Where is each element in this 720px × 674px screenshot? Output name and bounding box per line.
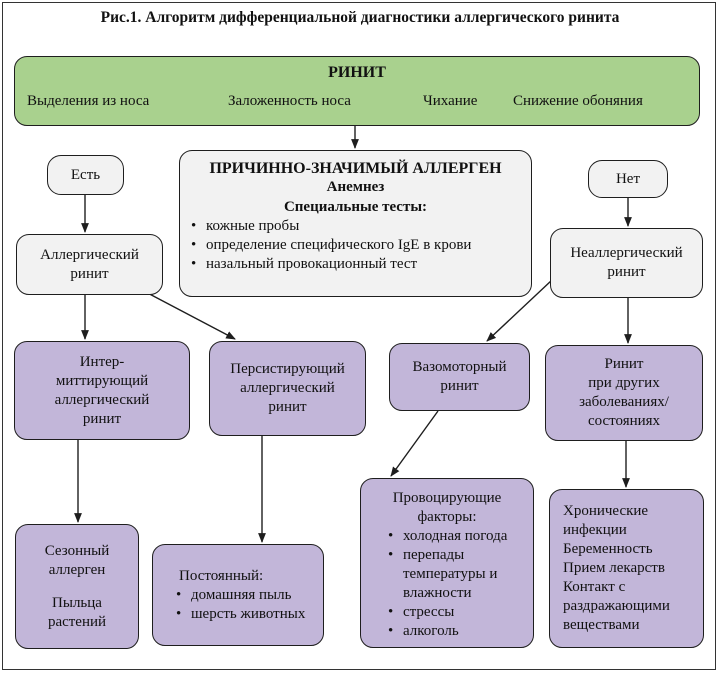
pollen-line-2: растений xyxy=(47,613,107,630)
seasonal-line-1: Сезонный xyxy=(44,542,110,559)
allergen-heading: ПРИЧИННО-ЗНАЧИМЫЙ АЛЛЕРГЕН xyxy=(209,160,502,177)
rinit-heading: РИНИТ xyxy=(328,64,386,81)
condition-medication: Прием лекарств xyxy=(563,560,665,576)
condition-pregnancy: Беременность xyxy=(563,541,653,557)
symptom-sneezing: Чихание xyxy=(423,93,478,109)
nonallergic-rhinitis-box: Неаллергический ринит xyxy=(550,228,703,298)
provoking-item-cold: холодная погода xyxy=(385,527,515,546)
anamnesis-label: Анемнез xyxy=(326,179,385,195)
provoking-item-alcohol: алкоголь xyxy=(385,622,515,641)
intermittent-rhinitis-box: Интер- миттирующий аллергический ринит xyxy=(14,341,190,440)
condition-irritants: Контакт с раздражающими веществами xyxy=(563,579,670,633)
no-label: Нет xyxy=(615,170,641,187)
constant-item-animal: шерсть животных xyxy=(173,605,313,624)
persistent-line-1: Персистирующий xyxy=(230,361,345,377)
provoking-heading-2: факторы: xyxy=(417,509,477,525)
other-line-1: Ринит xyxy=(604,356,644,372)
provoking-list: холодная погода перепады температуры и в… xyxy=(385,527,515,641)
arrow-allergic-to-persistent xyxy=(139,288,236,340)
yes-box: Есть xyxy=(47,155,124,195)
persistent-line-2: аллергический xyxy=(240,380,335,396)
other-conditions-list-box: Хронические инфекции Беременность Прием … xyxy=(549,489,704,648)
intermittent-line-1: Интер- xyxy=(79,353,125,370)
persistent-rhinitis-box: Персистирующий аллергический ринит xyxy=(209,341,366,436)
no-box: Нет xyxy=(588,160,668,198)
allergen-box: ПРИЧИННО-ЗНАЧИМЫЙ АЛЛЕРГЕН Анемнез Специ… xyxy=(179,150,532,297)
test-skin: кожные пробы xyxy=(188,217,471,236)
vasomotor-rhinitis-box: Вазомоторный ринит xyxy=(389,343,530,411)
nonallergic-line-2: ринит xyxy=(607,264,646,280)
tests-list: кожные пробы определение специфического … xyxy=(188,217,471,274)
constant-heading: Постоянный: xyxy=(179,567,264,584)
nonallergic-line-1: Неаллергический xyxy=(570,245,683,261)
condition-infections: Хронические инфекции xyxy=(563,503,649,538)
allergic-line-2: ринит xyxy=(70,265,109,282)
other-line-2: при других xyxy=(588,375,660,391)
pollen-line-1: Пыльца xyxy=(52,594,102,611)
constant-allergen-box: Постоянный: домашняя пыль шерсть животны… xyxy=(152,544,324,646)
other-line-3: заболеваниях/ xyxy=(579,394,669,410)
figure-title: Рис.1. Алгоритм дифференциальной диагнос… xyxy=(100,9,620,26)
rinit-box: РИНИТ Выделения из носа Заложенность нос… xyxy=(14,56,700,126)
other-conditions-rhinitis-box: Ринит при других заболеваниях/ состояния… xyxy=(545,345,703,441)
symptom-smell-loss: Снижение обоняния xyxy=(513,93,643,109)
other-line-4: состояниях xyxy=(587,413,661,429)
intermittent-line-3: аллергический xyxy=(54,391,150,408)
vasomotor-line-1: Вазомоторный xyxy=(412,359,507,375)
persistent-line-3: ринит xyxy=(268,399,307,415)
tests-heading: Специальные тесты: xyxy=(283,199,428,215)
seasonal-line-2: аллерген xyxy=(48,561,106,578)
intermittent-line-2: миттирующий xyxy=(55,372,149,389)
provoking-heading-1: Провоцирующие xyxy=(392,490,502,506)
arrow-vasomotor-to-provoking xyxy=(390,410,439,477)
constant-item-dust: домашняя пыль xyxy=(173,586,313,605)
provoking-factors-box: Провоцирующие факторы: холодная погода п… xyxy=(360,478,534,648)
allergic-rhinitis-box: Аллергический ринит xyxy=(16,234,163,295)
intermittent-line-4: ринит xyxy=(82,410,122,427)
arrow-nonallergic-to-vasomotor xyxy=(486,279,553,342)
provoking-item-temperature: перепады температуры и влажности xyxy=(385,546,515,603)
symptom-discharge: Выделения из носа xyxy=(27,93,150,109)
constant-list: домашняя пыль шерсть животных xyxy=(173,586,313,624)
seasonal-allergen-box: Сезонный аллерген Пыльца растений xyxy=(15,524,139,649)
test-ige: определение специфического IgE в крови xyxy=(188,236,471,255)
allergic-line-1: Аллергический xyxy=(40,246,139,263)
vasomotor-line-2: ринит xyxy=(440,378,479,394)
provoking-item-stress: стрессы xyxy=(385,603,515,622)
yes-label: Есть xyxy=(70,166,101,183)
symptom-congestion: Заложенность носа xyxy=(228,93,351,109)
test-provocation: назальный провокационный тест xyxy=(188,255,471,274)
